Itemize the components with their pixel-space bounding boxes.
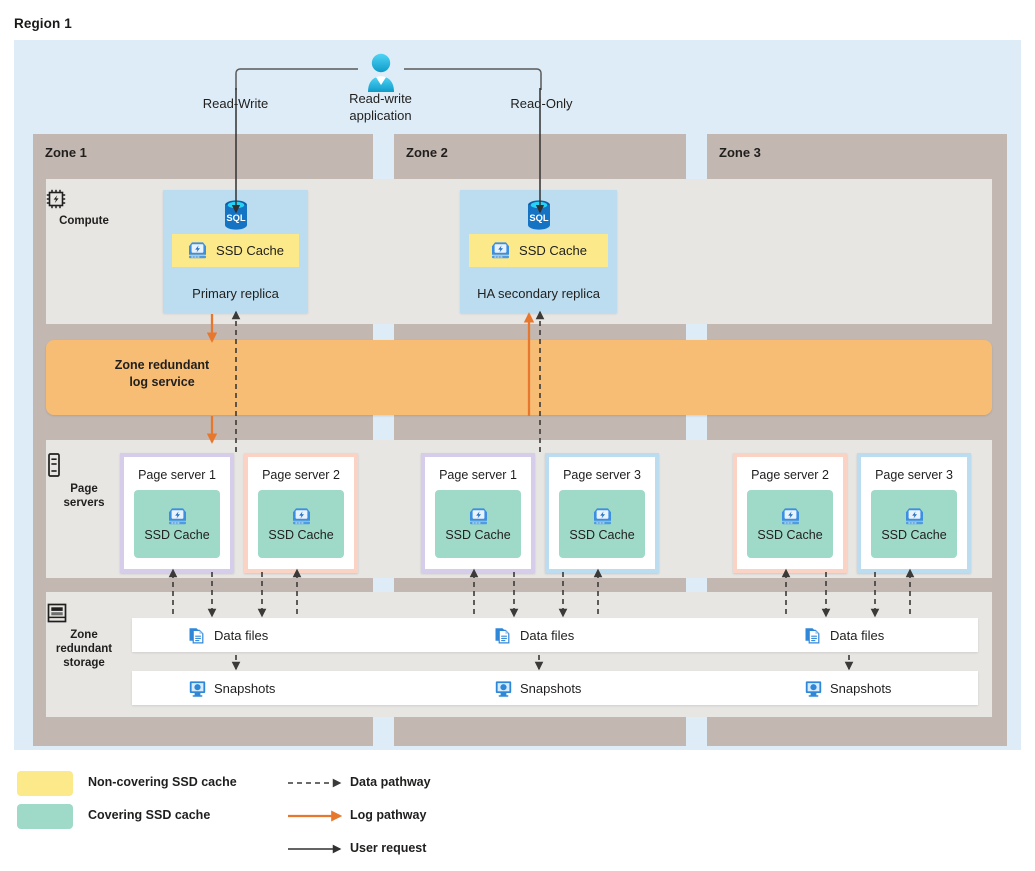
page-server-ssd-cache: SSD Cache: [258, 490, 344, 558]
server-icon: [45, 452, 123, 478]
ha-secondary-replica-name: HA secondary replica: [477, 286, 600, 301]
read-write-path-label: Read-Write: [202, 96, 269, 111]
primary-replica-ssd-cache: SSD Cache: [172, 234, 299, 267]
page-server-cache-label: SSD Cache: [445, 527, 511, 542]
zone-3-title: Zone 3: [719, 145, 761, 160]
legend-swatch-covering: [17, 804, 73, 829]
ssd-cache-icon: [490, 241, 511, 260]
page-server-ssd-cache: SSD Cache: [435, 490, 521, 558]
data-files-label: Data files: [520, 627, 575, 643]
ha-secondary-replica-cache-label: SSD Cache: [519, 243, 587, 258]
page-server-title: Page server 3: [563, 468, 641, 482]
snapshot-screen-icon: [188, 679, 207, 698]
zone-redundant-log-service: Zone redundant log service: [46, 340, 992, 415]
legend-label-user-request: User request: [350, 841, 427, 855]
legend-arrow-samples: [288, 778, 343, 854]
page-server-cache-label: SSD Cache: [144, 527, 210, 542]
legend-label-covering: Covering SSD cache: [88, 808, 211, 822]
page-server-cache-label: SSD Cache: [757, 527, 823, 542]
storage-stack-icon: [45, 602, 123, 624]
data-files-item[interactable]: Data files: [494, 618, 574, 652]
ssd-cache-icon: [187, 241, 208, 260]
page-server-card[interactable]: Page server 2 SSD Cache: [244, 453, 358, 573]
page-server-ssd-cache: SSD Cache: [871, 490, 957, 558]
sql-database-icon: SQL: [220, 198, 251, 236]
compute-row-label-text: Compute: [59, 215, 109, 227]
storage-row-label: Zone redundant storage: [45, 602, 123, 670]
page-server-cache-label: SSD Cache: [569, 527, 635, 542]
data-files-row: Data files Data files Data files: [132, 618, 978, 652]
page-server-ssd-cache: SSD Cache: [134, 490, 220, 558]
svg-text:SQL: SQL: [226, 212, 246, 223]
ha-secondary-replica-card[interactable]: SQL SSD Cache HA secondary replica: [460, 190, 617, 313]
page-server-card[interactable]: Page server 3 SSD Cache: [545, 453, 659, 573]
page-server-card[interactable]: Page server 2 SSD Cache: [733, 453, 847, 573]
snapshots-label: Snapshots: [830, 680, 892, 696]
sql-database-icon: SQL: [523, 198, 554, 236]
data-files-item[interactable]: Data files: [188, 618, 268, 652]
documents-icon: [494, 626, 513, 645]
ssd-cache-icon: [780, 507, 801, 526]
ssd-cache-icon: [592, 507, 613, 526]
storage-row-label-line3: storage: [63, 657, 105, 669]
zone-1-title: Zone 1: [45, 145, 87, 160]
snapshots-item[interactable]: Snapshots: [804, 671, 891, 705]
page-server-title: Page server 3: [875, 468, 953, 482]
ha-secondary-replica-ssd-cache: SSD Cache: [469, 234, 608, 267]
application-label-line2: application: [349, 108, 412, 123]
page-server-card[interactable]: Page server 3 SSD Cache: [857, 453, 971, 573]
cpu-chip-icon: [45, 188, 123, 210]
legend-label-data-pathway: Data pathway: [350, 775, 431, 789]
storage-row-label-line1: Zone: [70, 629, 98, 641]
legend: Non-covering SSD cache Covering SSD cach…: [0, 757, 1035, 867]
page-server-ssd-cache: SSD Cache: [559, 490, 645, 558]
primary-replica-name: Primary replica: [192, 286, 279, 301]
page-server-title: Page server 2: [751, 468, 829, 482]
ssd-cache-icon: [904, 507, 925, 526]
page-server-cache-label: SSD Cache: [268, 527, 334, 542]
page-servers-row-label: Page servers: [45, 452, 123, 510]
page-servers-row-label-line2: servers: [63, 497, 105, 509]
page-server-cache-label: SSD Cache: [881, 527, 947, 542]
page-title: Region 1: [14, 16, 72, 31]
read-only-path-label: Read-Only: [510, 96, 573, 111]
page-server-title: Page server 2: [262, 468, 340, 482]
data-files-label: Data files: [214, 627, 269, 643]
legend-label-log-pathway: Log pathway: [350, 808, 427, 822]
data-files-label: Data files: [830, 627, 885, 643]
storage-row-label-line2: redundant: [55, 643, 113, 655]
page-server-title: Page server 1: [138, 468, 216, 482]
snapshots-label: Snapshots: [520, 680, 582, 696]
documents-icon: [188, 626, 207, 645]
primary-replica-cache-label: SSD Cache: [216, 243, 284, 258]
log-service-label-line2: log service: [129, 375, 195, 389]
snapshot-screen-icon: [494, 679, 513, 698]
snapshots-row: Snapshots Snapshots Snapshots: [132, 671, 978, 705]
snapshots-label: Snapshots: [214, 680, 276, 696]
page-servers-row-label-line1: Page: [70, 483, 98, 495]
log-service-label-line1: Zone redundant: [114, 358, 210, 372]
application-label-line1: Read-write: [349, 91, 412, 106]
snapshots-item[interactable]: Snapshots: [494, 671, 581, 705]
page-server-card[interactable]: Page server 1 SSD Cache: [120, 453, 234, 573]
ssd-cache-icon: [167, 507, 188, 526]
page-server-title: Page server 1: [439, 468, 517, 482]
data-files-item[interactable]: Data files: [804, 618, 884, 652]
page-server-card[interactable]: Page server 1 SSD Cache: [421, 453, 535, 573]
legend-swatch-non-covering: [17, 771, 73, 796]
person-icon: [363, 52, 399, 96]
ssd-cache-icon: [291, 507, 312, 526]
application-label: Read-write application: [323, 90, 438, 124]
page-server-ssd-cache: SSD Cache: [747, 490, 833, 558]
snapshots-item[interactable]: Snapshots: [188, 671, 275, 705]
snapshot-screen-icon: [804, 679, 823, 698]
documents-icon: [804, 626, 823, 645]
legend-label-non-covering: Non-covering SSD cache: [88, 775, 237, 789]
svg-text:SQL: SQL: [529, 212, 549, 223]
compute-row-label: Compute: [45, 188, 123, 228]
zone-2-title: Zone 2: [406, 145, 448, 160]
ssd-cache-icon: [468, 507, 489, 526]
primary-replica-card[interactable]: SQL SSD Cache Primary replica: [163, 190, 308, 313]
